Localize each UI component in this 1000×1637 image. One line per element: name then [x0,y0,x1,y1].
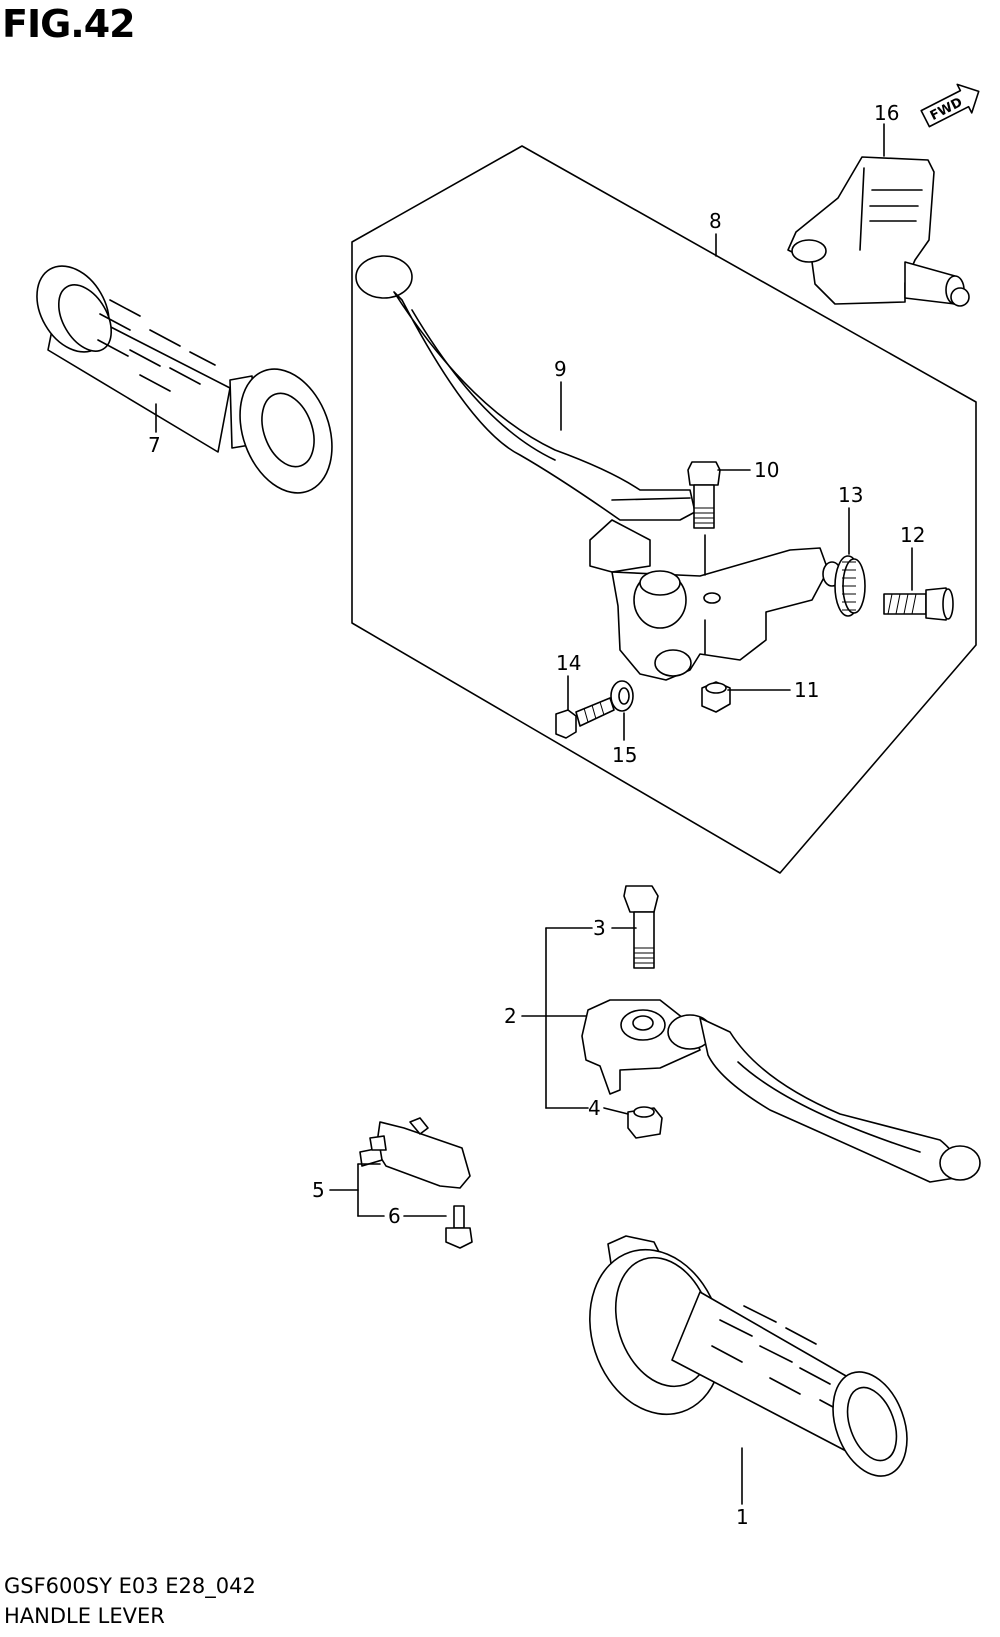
section-title: HANDLE LEVER [4,1604,165,1628]
left-grip-part [36,265,333,494]
washer-part [610,680,634,712]
clutch-lever-part [355,255,696,521]
callout-14: 14 [556,651,581,675]
model-code: GSF600SY E03 E28_042 [4,1574,256,1598]
callout-11: 11 [794,678,819,702]
brake-pivot-bolt-part [623,885,659,969]
callout-5: 5 [312,1178,325,1202]
callout-16: 16 [874,101,899,125]
callout-10: 10 [754,458,779,482]
callout-8: 8 [709,209,722,233]
callout-7: 7 [148,433,161,457]
adjuster-screw-part [883,587,954,621]
callout-3: 3 [593,916,606,940]
right-grip-part [589,1235,908,1477]
callout-6: 6 [388,1204,401,1228]
brake-switch-part [359,1117,471,1189]
callout-1: 1 [736,1505,749,1529]
brake-lever-part [581,999,981,1183]
pivot-bolt-part [687,461,721,529]
callout-15: 15 [612,743,637,767]
assembly-frame [351,145,977,874]
brake-nut-part [627,1106,663,1139]
leader-lines [155,123,913,1505]
callout-13: 13 [838,483,863,507]
callout-9: 9 [554,357,567,381]
figure-title: FIG.42 [2,2,136,46]
callout-2: 2 [504,1004,517,1028]
lever-cover-part [787,156,970,307]
switch-screw-part [445,1205,473,1249]
bolt-14-part [555,697,615,739]
adjuster-dial-part [834,555,866,617]
nut-part [701,681,731,713]
callout-4: 4 [588,1096,601,1120]
fwd-arrow-icon: FWD [920,83,980,128]
callout-12: 12 [900,523,925,547]
clutch-lever-bracket-part [589,519,842,681]
